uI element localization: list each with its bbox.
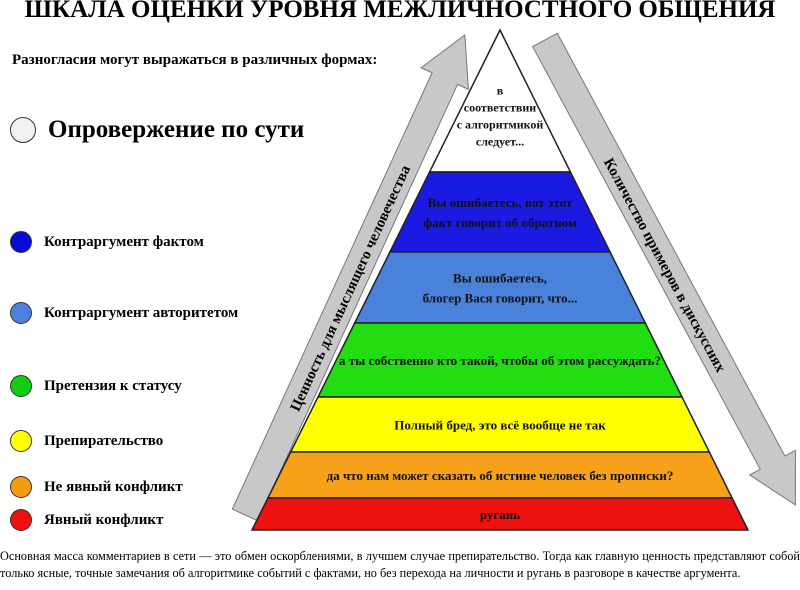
pyramid-layer-text: а ты собственно кто такой, чтобы об этом… <box>339 353 661 368</box>
legend-dot <box>10 117 36 143</box>
pyramid-layer-text: Полный бред, это всё вообще не так <box>394 418 606 433</box>
pyramid-layer-authority <box>353 251 647 324</box>
pyramid-layer-explicit-conflict <box>250 497 750 531</box>
pyramid-layer-text: с алгоритмикой <box>457 118 544 132</box>
pyramid-layer-text: Вы ошибаетесь, <box>453 271 547 286</box>
pyramid-layer-text: блогер Вася говорит, что... <box>423 291 578 306</box>
legend-dot <box>10 509 32 531</box>
legend-dot <box>10 476 32 498</box>
legend-label: Явный конфликт <box>44 511 164 528</box>
legend-item-authority: Контраргумент авторитетом <box>10 302 238 324</box>
pyramid-layer-text: в <box>497 84 504 98</box>
pyramid-layer-text: ругань <box>480 507 520 522</box>
legend-dot <box>10 231 32 253</box>
legend-dot <box>10 430 32 452</box>
pyramid-layer-text: Вы ошибаетесь, вот этот <box>428 195 573 210</box>
legend-label: Опровержение по сути <box>48 116 305 143</box>
legend-item-status: Претензия к статусу <box>10 375 182 397</box>
legend-item-explicit-conflict: Явный конфликт <box>10 509 163 531</box>
right-arrow-shape <box>531 32 796 506</box>
footer-note: Основная масса комментариев в сети — это… <box>0 549 800 580</box>
legend-label: Контраргумент фактом <box>44 233 204 250</box>
legend-item-implicit-conflict: Не явный конфликт <box>10 476 183 498</box>
pyramid-layer-text: да что нам может сказать об истине челов… <box>327 468 674 483</box>
legend-label: Препирательство <box>44 432 164 449</box>
legend-label: Не явный конфликт <box>44 478 183 495</box>
left-arrow-shape <box>231 33 470 522</box>
pyramid-layer-text: соответствии <box>464 101 537 115</box>
pyramid-layer-text: следует... <box>476 135 524 149</box>
pyramid-layer-text: факт говорит об обратном <box>423 215 577 230</box>
legend-label: Контраргумент авторитетом <box>44 304 239 321</box>
legend-dot <box>10 375 32 397</box>
subtitle: Разногласия могут выражаться в различных… <box>12 52 378 68</box>
legend-dot <box>10 302 32 324</box>
pyramid-layer-fact <box>388 171 612 253</box>
legend-item-refutation: Опровержение по сути <box>10 116 304 144</box>
legend-item-fact: Контраргумент фактом <box>10 231 204 253</box>
page-title: ШКАЛА ОЦЕНКИ УРОВНЯ МЕЖЛИЧНОСТНОГО ОБЩЕН… <box>24 0 776 23</box>
legend-label: Претензия к статусу <box>44 377 182 394</box>
legend-item-bickering: Препирательство <box>10 430 163 452</box>
